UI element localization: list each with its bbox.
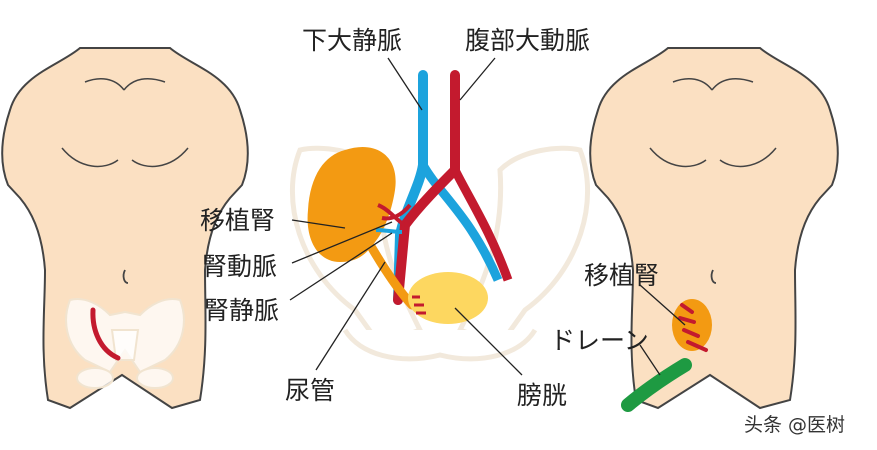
bladder-suture — [412, 295, 426, 315]
leader-renal-artery — [291, 221, 393, 264]
watermark: 头条 @医树 — [744, 414, 846, 436]
left-torso-navel — [122, 269, 129, 284]
right-torso-navel — [710, 269, 717, 284]
right-graft-incision — [678, 303, 708, 352]
right-torso-chest — [649, 147, 777, 168]
right-torso-body — [589, 47, 839, 410]
label-ureter: 尿管 — [285, 376, 336, 405]
center-anatomy — [290, 70, 590, 362]
label-bladder: 膀胱 — [517, 381, 568, 410]
left-torso-body — [1, 47, 249, 410]
left-torso — [1, 47, 249, 410]
bladder — [408, 272, 488, 324]
left-pelvis — [65, 298, 185, 389]
label-inferior-vena-cava: 下大静脈 — [302, 26, 403, 55]
label-graft-kidney-right: 移植腎 — [584, 261, 660, 290]
right-torso-collarbones — [672, 77, 754, 91]
right-graft-kidney — [672, 299, 712, 351]
label-drain: ドレーン — [550, 326, 649, 355]
leader-graft-kidney-right — [639, 284, 686, 326]
leader-aorta — [459, 57, 496, 101]
label-renal-artery: 腎動脈 — [202, 252, 278, 281]
leader-ivc — [387, 57, 423, 111]
leader-renal-vein — [289, 232, 393, 301]
drain-tube — [621, 358, 692, 412]
label-abdominal-aorta: 腹部大動脈 — [465, 26, 591, 55]
label-renal-vein: 腎静脈 — [204, 296, 280, 325]
label-graft-kidney-center: 移植腎 — [200, 206, 276, 235]
ureter-vessel — [367, 243, 417, 310]
center-graft-kidney — [307, 146, 396, 262]
leader-graft-kidney-center — [291, 219, 346, 229]
leader-bladder — [454, 307, 523, 376]
leader-lines — [289, 57, 686, 376]
leader-ureter — [315, 261, 386, 371]
left-torso-collarbones — [84, 77, 166, 91]
left-graft-incision — [90, 307, 121, 361]
leader-drain — [639, 344, 661, 376]
right-torso — [589, 47, 839, 412]
left-torso-chest — [61, 147, 189, 168]
renal-artery-vessel — [377, 203, 412, 227]
iliac-vein-right — [419, 162, 503, 282]
iliac-artery-right — [450, 167, 513, 282]
renal-vein-vessel — [375, 228, 403, 234]
